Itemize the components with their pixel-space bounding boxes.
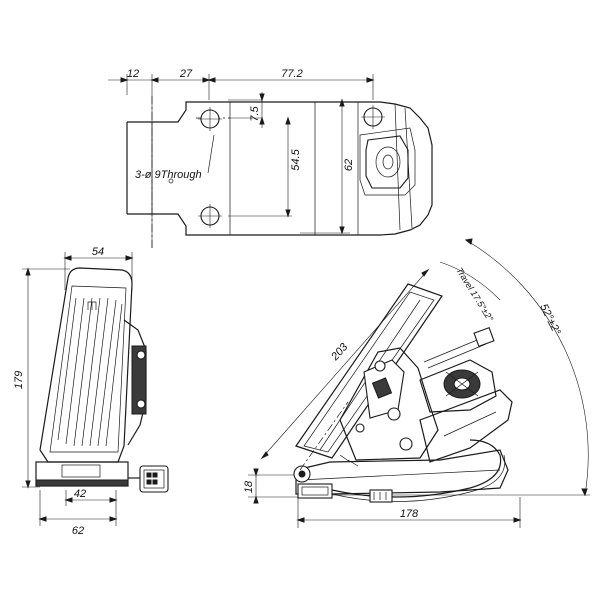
top-view: 12 27 77.2 7.5 54.5 62	[108, 68, 433, 248]
dim-angle: 52°±2°	[537, 302, 563, 338]
dim-side-width: 54	[92, 246, 104, 258]
side-view: 54 179 42 62	[13, 246, 169, 537]
dim-base-height: 18	[243, 480, 255, 493]
top-view-body	[126, 96, 433, 248]
dim-top-left: 12	[127, 68, 139, 80]
iso-view-body	[293, 283, 513, 503]
top-view-dimensions	[108, 74, 375, 248]
hole-note: 3-ø 9Through	[135, 169, 202, 181]
dim-side-height: 179	[13, 371, 25, 389]
dim-base-outer: 62	[72, 525, 84, 537]
dim-travel: Travel 17.5°±2°	[454, 266, 495, 324]
dim-length: 203	[329, 341, 351, 364]
dim-base-inner: 42	[74, 488, 86, 500]
side-view-body	[35, 267, 169, 493]
dim-top-right: 77.2	[281, 68, 302, 80]
iso-view: 203 Travel 17.5°±2° 52°±2° 18 178	[243, 238, 590, 528]
dim-base-width: 178	[400, 508, 419, 520]
dim-top-height: 62	[343, 159, 355, 171]
iso-view-dimensions	[248, 238, 590, 528]
dim-hole-spacing: 54.5	[290, 148, 302, 170]
dim-hole-offset: 7.5	[249, 105, 261, 121]
dim-top-middle: 27	[179, 68, 193, 80]
side-view-dimensions	[22, 252, 134, 526]
